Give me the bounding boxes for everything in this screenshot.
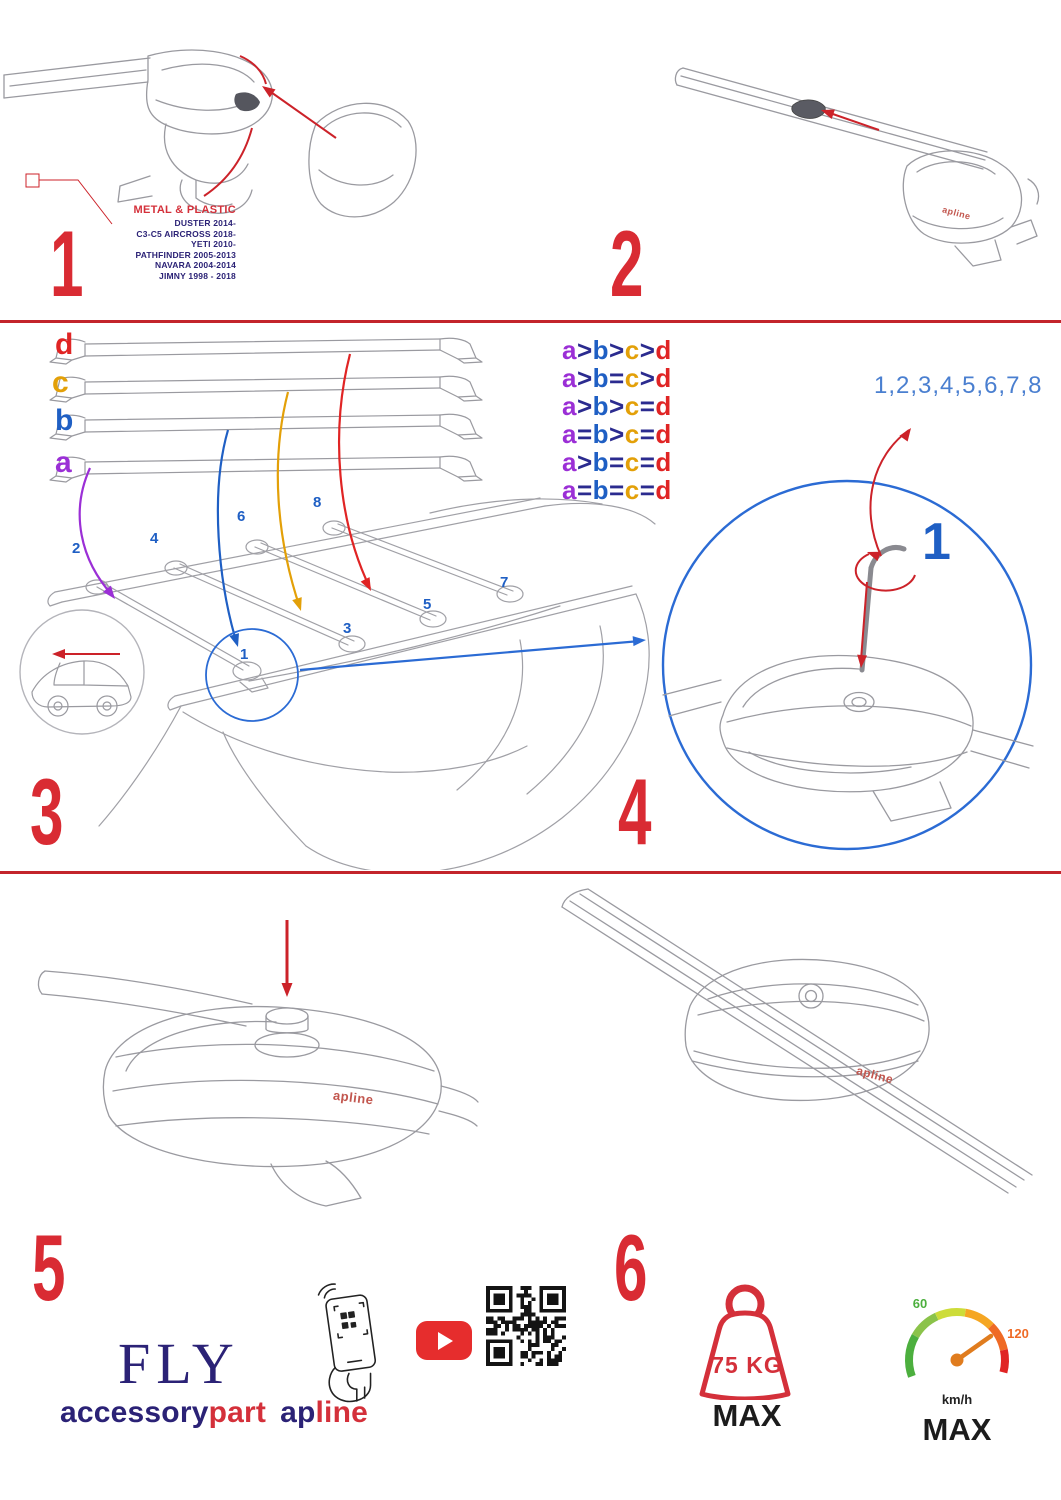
- legend-row: a>b=c>d: [562, 363, 672, 393]
- zoom-position-number: 1: [922, 513, 951, 571]
- brand-logo-part2: part: [208, 1396, 267, 1429]
- vehicle-item: NAVARA 2004-2014: [155, 260, 236, 270]
- legend-row: a=b=c=d: [562, 475, 672, 505]
- roof-position-6: 6: [237, 508, 246, 525]
- section-divider-1: [0, 320, 1061, 323]
- roof-position-5: 5: [423, 596, 432, 613]
- brand-logo-part4: line: [315, 1396, 368, 1429]
- speed-unit-label: km/h: [941, 1392, 973, 1407]
- vehicle-item: C3-C5 AIRCROSS 2018-: [136, 228, 236, 239]
- roof-position-3: 3: [343, 620, 352, 637]
- speed-high-label: 120: [1007, 1326, 1029, 1341]
- qr-code: [486, 1286, 566, 1366]
- step-2-number: 2: [610, 211, 644, 316]
- roof-position-1: 1: [240, 646, 249, 663]
- step-6-number: 6: [614, 1215, 648, 1320]
- crossbar-pad-drawing: [674, 67, 1040, 267]
- brand-logo-part3: ap: [280, 1396, 316, 1429]
- scan-phone-icon: [317, 1283, 377, 1403]
- step-5-number: 5: [32, 1215, 66, 1320]
- roof-position-2: 2: [72, 540, 81, 557]
- cap-press-drawing: [37, 920, 479, 1207]
- legend-row: a>b>c>d: [562, 335, 672, 365]
- mounted-clamp-drawing: [561, 888, 1033, 1194]
- roof-position-4: 4: [150, 530, 159, 547]
- materials-block: METAL & PLASTIC DUSTER 2014-C3-C5 AIRCRO…: [100, 204, 236, 281]
- weight-limit-icon: [699, 1284, 791, 1400]
- roof-position-7: 7: [500, 574, 509, 591]
- vehicle-item: PATHFINDER 2005-2013: [135, 249, 236, 260]
- clamp-zoom-drawing: [661, 428, 1034, 851]
- clamp-exploded-drawing: [3, 49, 417, 225]
- play-icon: [438, 1331, 453, 1350]
- bar-label-b: b: [55, 404, 74, 437]
- bar-label-d: d: [55, 328, 74, 361]
- position-sequence: 1,2,3,4,5,6,7,8: [874, 372, 1043, 399]
- roof-position-8: 8: [313, 494, 322, 511]
- material-title: METAL & PLASTIC: [133, 204, 236, 216]
- legend-row: a>b=c=d: [562, 447, 672, 477]
- brand-logo-part1: accessory: [60, 1396, 209, 1429]
- section-divider-2: [0, 871, 1061, 874]
- youtube-icon: [416, 1321, 472, 1360]
- product-name: FLY: [118, 1331, 240, 1396]
- weight-max-label: MAX: [712, 1398, 782, 1433]
- vehicle-item: YETI 2010-: [191, 239, 236, 249]
- weight-limit-value: 75 KG: [711, 1352, 783, 1378]
- speed-max-label: MAX: [922, 1412, 992, 1447]
- speed-low-label: 60: [912, 1296, 928, 1311]
- step-4-number: 4: [618, 759, 652, 864]
- legend-row: a>b>c=d: [562, 391, 672, 421]
- step-3-number: 3: [30, 759, 64, 864]
- bar-label-a: a: [55, 446, 72, 479]
- roof-assembly-drawing: [19, 353, 656, 870]
- vehicle-item: DUSTER 2014-: [174, 218, 236, 228]
- legend-row: a=b>c=d: [562, 419, 672, 449]
- vehicle-item: JIMNY 1998 - 2018: [159, 270, 236, 281]
- step-1-number: 1: [50, 211, 84, 316]
- vehicle-list: DUSTER 2014-C3-C5 AIRCROSS 2018-YETI 201…: [100, 218, 236, 281]
- bar-label-c: c: [52, 366, 69, 399]
- speedometer-icon: [905, 1308, 1009, 1378]
